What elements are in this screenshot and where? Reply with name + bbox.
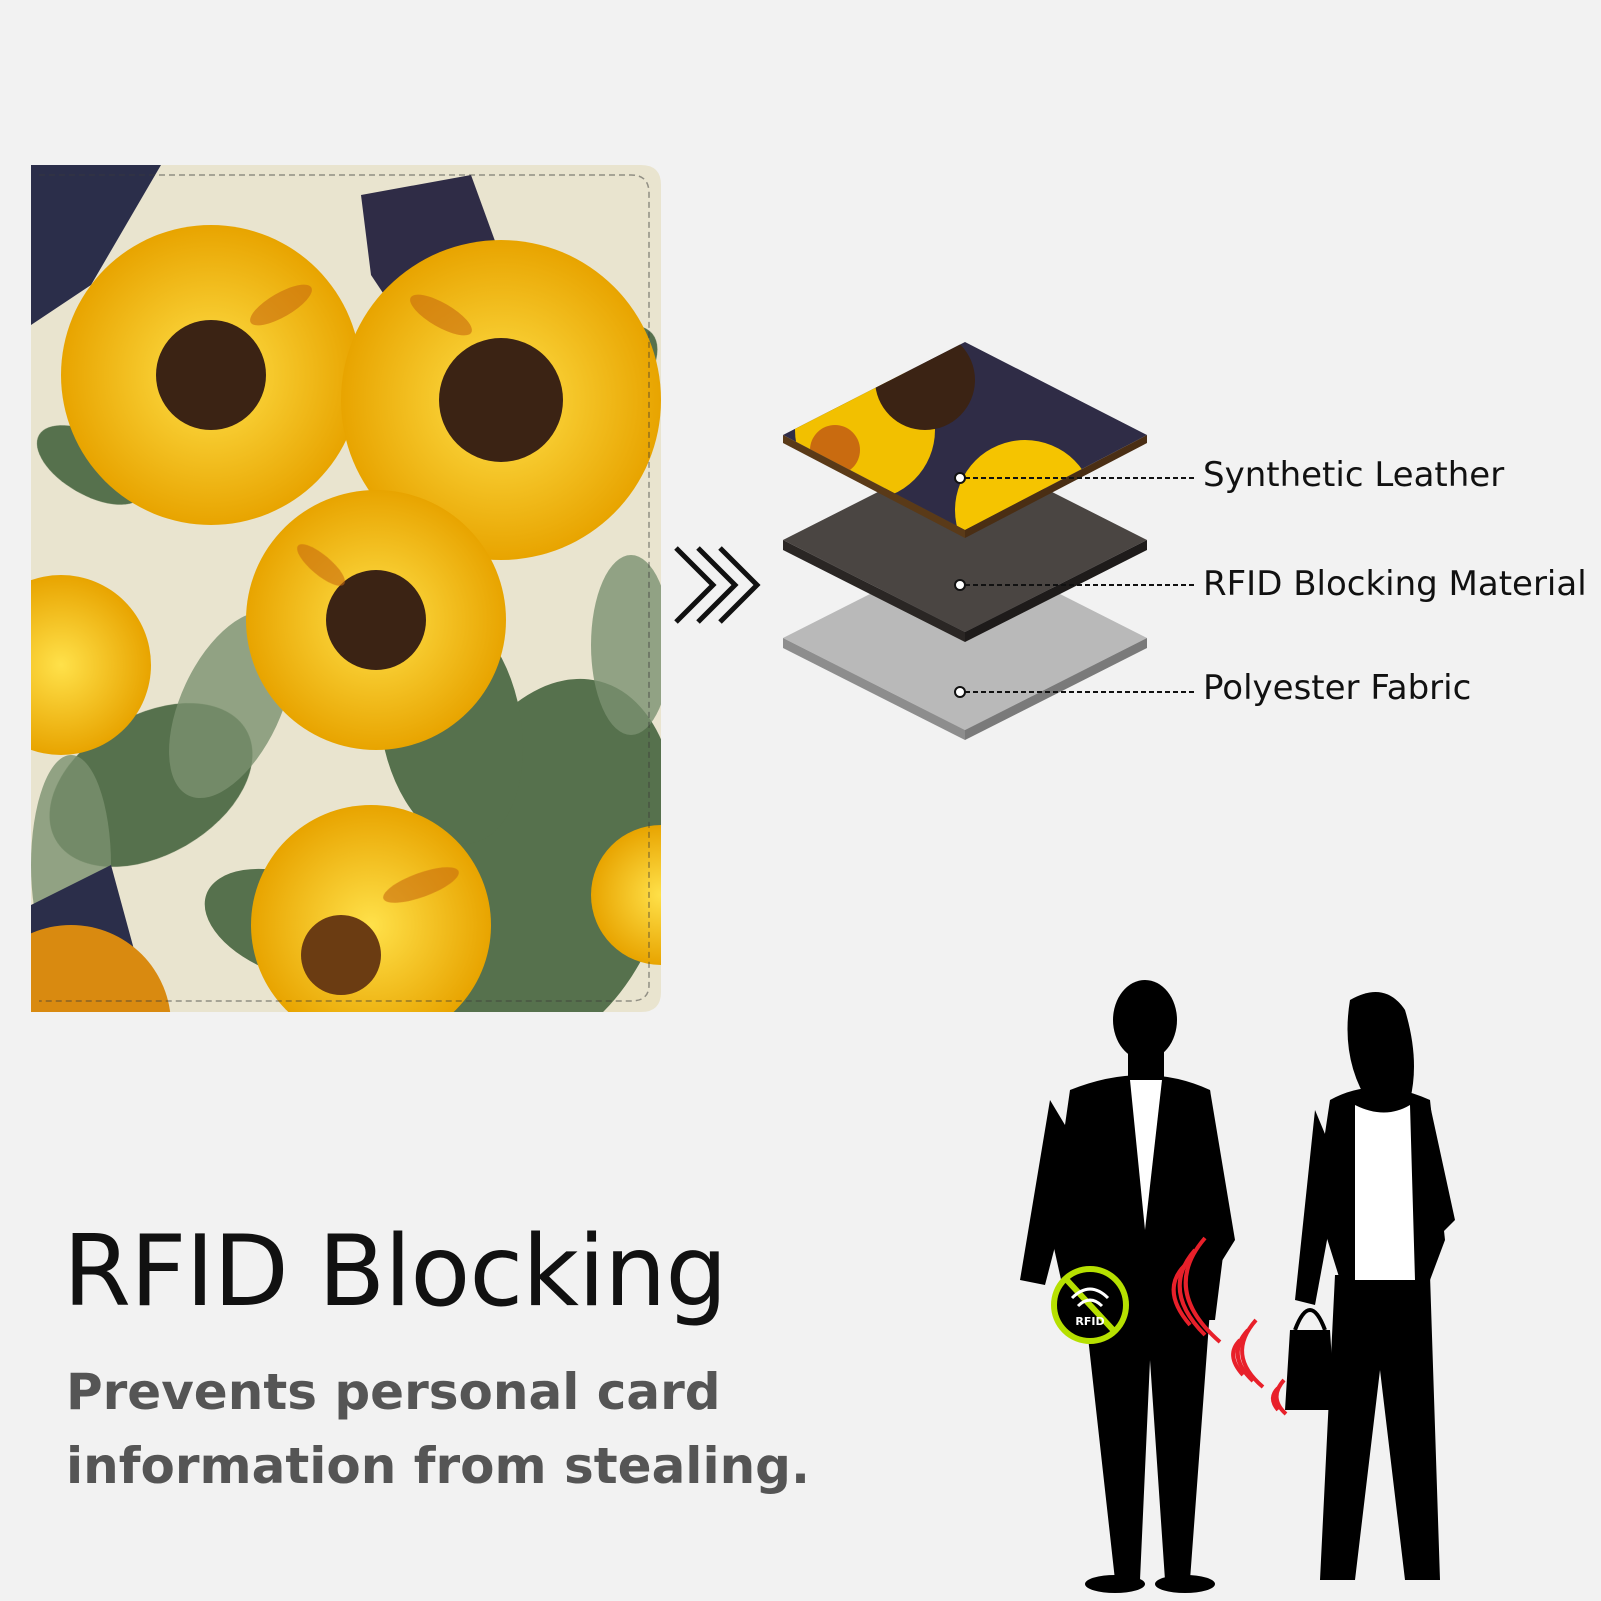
sunflower-cover-image: [31, 165, 661, 1012]
rfid-blocked-badge-icon: RFID: [1051, 1266, 1129, 1344]
layer-label-synthetic-leather: Synthetic Leather: [1203, 455, 1505, 495]
layer-label-rfid-material: RFID Blocking Material: [1203, 564, 1587, 604]
material-layers-diagram: [783, 342, 1195, 740]
subtext: Prevents personal card information from …: [66, 1363, 810, 1495]
layer-label-polyester: Polyester Fabric: [1203, 668, 1472, 708]
chevrons-right-icon: [674, 546, 761, 624]
people-silhouettes-illustration: RFID: [1020, 980, 1455, 1593]
headline: RFID Blocking: [63, 1215, 728, 1329]
rfid-badge-label: RFID: [1075, 1315, 1104, 1328]
signal-waves-icon: [1171, 1236, 1288, 1416]
